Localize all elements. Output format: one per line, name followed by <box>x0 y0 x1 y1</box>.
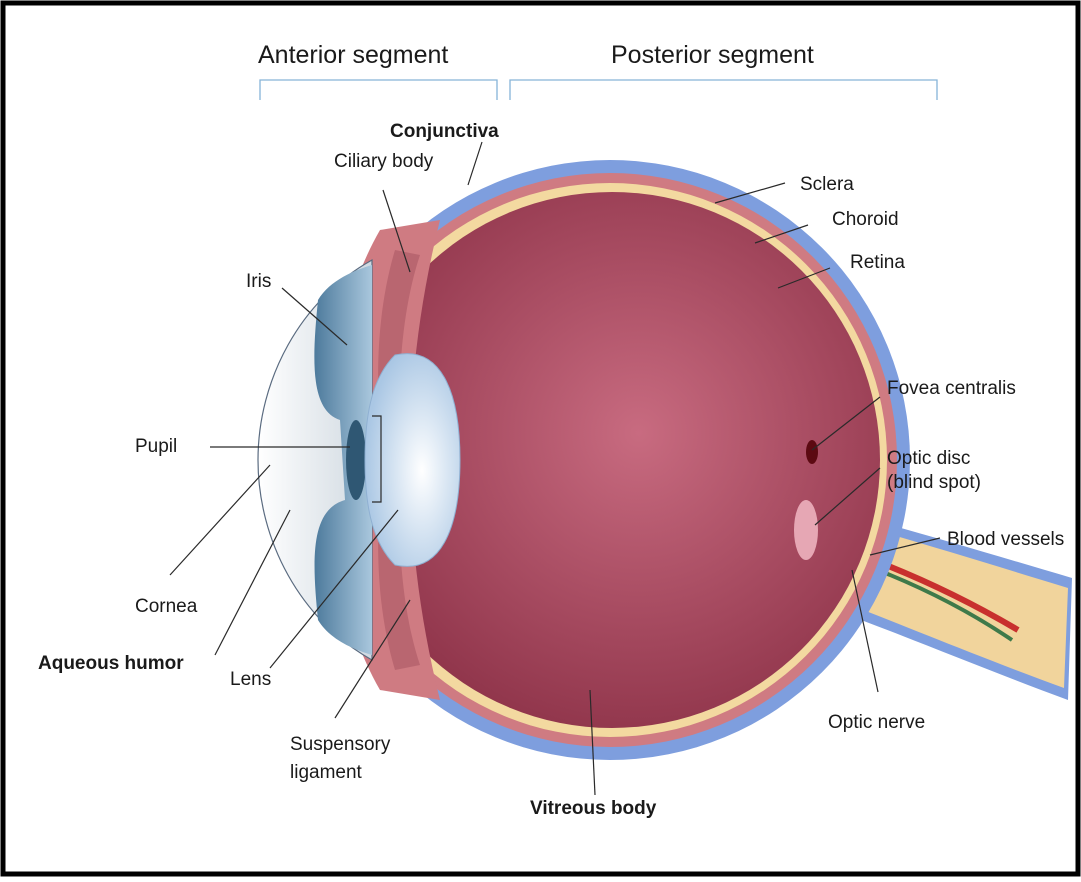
lens <box>365 354 460 567</box>
label-pupil: Pupil <box>135 436 177 457</box>
label-suspensory: Suspensory <box>290 734 391 755</box>
label-fovea-centralis: Fovea centralis <box>887 378 1016 399</box>
label-optic-nerve: Optic nerve <box>828 712 925 733</box>
label-ligament: ligament <box>290 762 363 783</box>
anterior-bracket <box>260 80 497 100</box>
posterior-bracket <box>510 80 937 100</box>
label-blood-vessels: Blood vessels <box>947 529 1064 550</box>
label-retina: Retina <box>850 252 905 273</box>
label-ciliary-body: Ciliary body <box>334 151 434 172</box>
label-aqueous-humor: Aqueous humor <box>38 653 184 674</box>
fovea-centralis <box>806 440 818 464</box>
label-sclera: Sclera <box>800 174 854 195</box>
label-vitreous-body: Vitreous body <box>530 798 657 819</box>
label-lens: Lens <box>230 669 271 690</box>
label-conjunctiva: Conjunctiva <box>390 121 499 142</box>
pupil <box>346 420 366 500</box>
optic-disc <box>794 500 818 560</box>
posterior-segment-label: Posterior segment <box>611 41 814 69</box>
label-choroid: Choroid <box>832 209 899 230</box>
label-blind-spot: (blind spot) <box>887 472 981 493</box>
label-iris: Iris <box>246 271 271 292</box>
anterior-segment-label: Anterior segment <box>258 41 448 69</box>
label-cornea: Cornea <box>135 596 198 617</box>
label-optic-disc: Optic disc <box>887 448 970 469</box>
